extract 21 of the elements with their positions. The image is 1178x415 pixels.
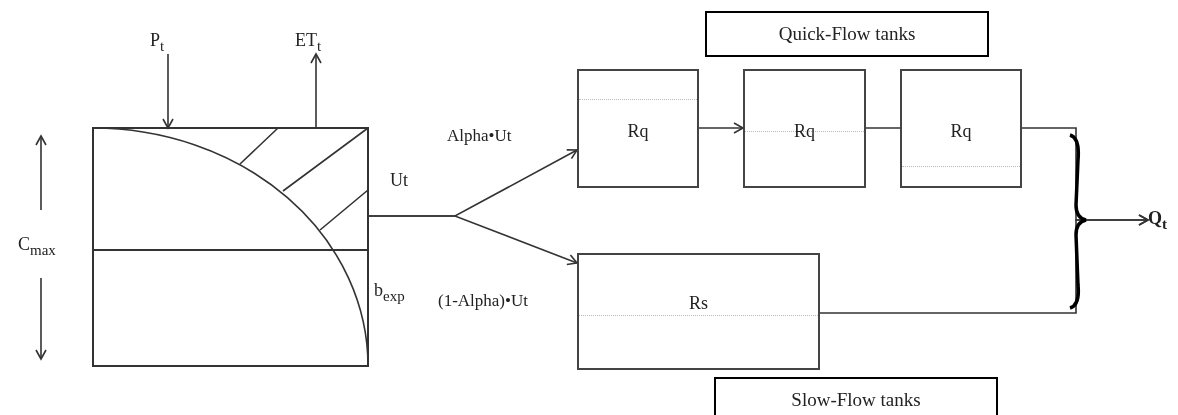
arrow	[698, 122, 744, 134]
parameter-label: b$_{exp}$	[374, 280, 405, 306]
tank-box: Rq	[577, 69, 699, 188]
arrow	[162, 53, 174, 129]
group-title-box: Quick-Flow tanks	[705, 11, 989, 57]
edge-label: (1-Alpha)•Ut	[438, 291, 528, 311]
tank-box: Rq	[900, 69, 1022, 188]
arrow	[310, 53, 322, 129]
connector-line	[865, 127, 901, 129]
arrow	[819, 214, 1149, 314]
tank-box: Rq	[743, 69, 866, 188]
variable-label: P$_{t}$	[150, 30, 190, 54]
dimension-label: C$_{max}$	[18, 234, 56, 260]
arrow	[367, 215, 578, 266]
flow-label: Ut	[390, 170, 408, 190]
tank-box: Rs	[577, 253, 820, 370]
output-label: Q$_{t}$	[1148, 208, 1178, 234]
variable-label: ET$_{t}$	[295, 30, 345, 54]
soil-moisture-store-drawing	[93, 128, 368, 366]
group-title-box: Slow-Flow tanks	[714, 377, 998, 415]
edge-label: Alpha•Ut	[447, 126, 512, 146]
